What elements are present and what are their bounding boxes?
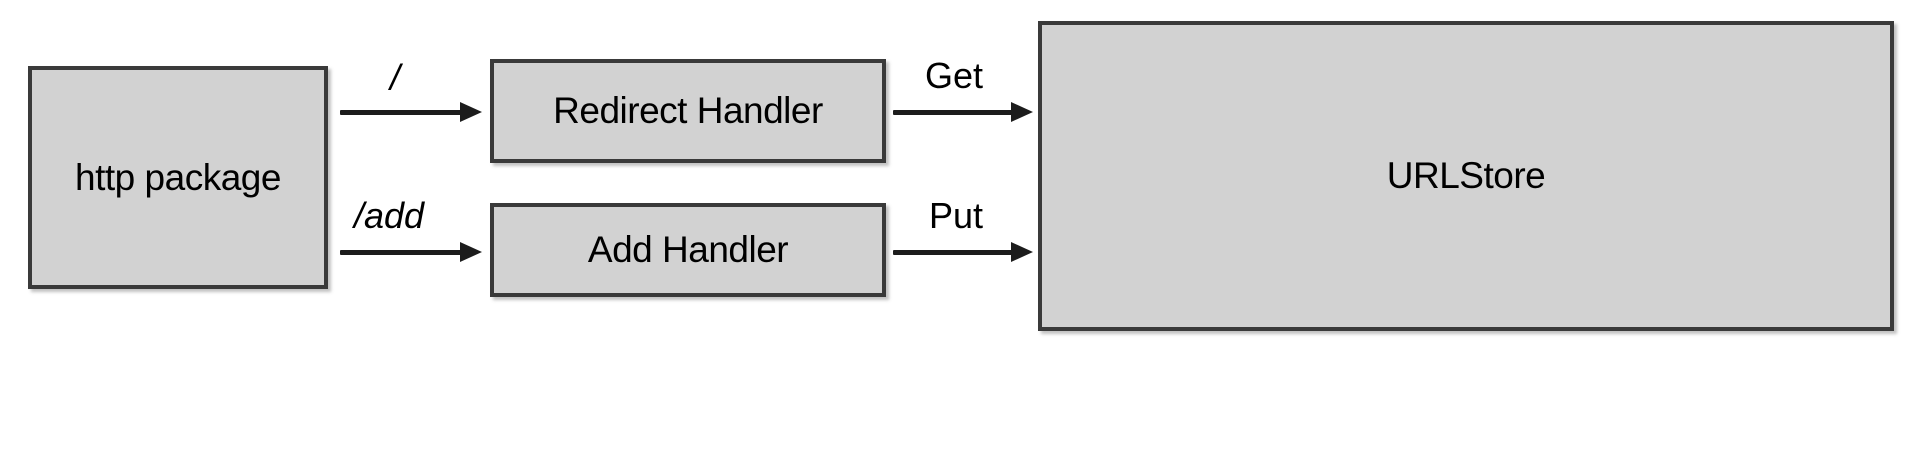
arrow-head-icon: [1011, 102, 1033, 122]
node-http-package-label: http package: [75, 156, 281, 198]
edge-label-add-path: /add: [354, 195, 425, 236]
arrow-head-icon: [460, 242, 482, 262]
node-urlstore[interactable]: URLStore: [1038, 21, 1894, 331]
node-http-package[interactable]: http package: [28, 66, 328, 289]
edge-line: [340, 110, 468, 115]
node-add-handler[interactable]: Add Handler: [490, 203, 886, 297]
arrow-head-icon: [1011, 242, 1033, 262]
node-add-handler-label: Add Handler: [587, 229, 789, 270]
edge-line: [340, 250, 468, 255]
arrow-head-icon: [460, 102, 482, 122]
edge-line: [893, 250, 1019, 255]
edge-label-root-path: /: [390, 57, 401, 98]
node-redirect-handler[interactable]: Redirect Handler: [490, 59, 886, 163]
edge-label-get: Get: [925, 55, 984, 96]
node-urlstore-label: URLStore: [1386, 155, 1546, 196]
edge-label-put: Put: [929, 195, 984, 236]
edge-line: [893, 110, 1019, 115]
node-redirect-handler-label: Redirect Handler: [553, 90, 823, 131]
